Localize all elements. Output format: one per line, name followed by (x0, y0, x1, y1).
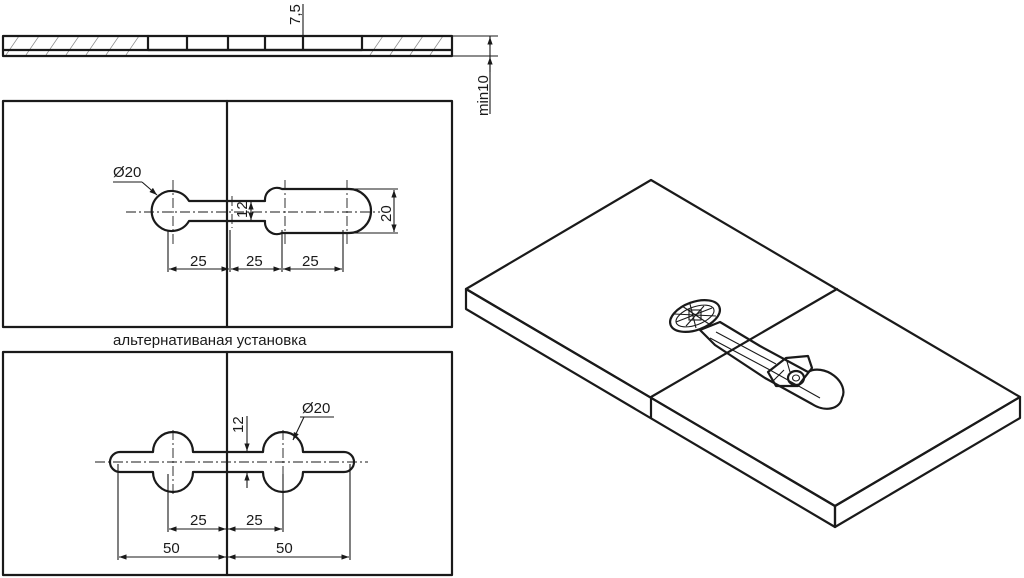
extension-lines (167, 188, 398, 272)
fitting-recess (146, 34, 364, 52)
isometric-panel-side-edge (833, 395, 1022, 529)
connector-fitting-icon (669, 299, 721, 333)
section-hatching (5, 35, 444, 56)
outer-left-offset-label: 50 (163, 540, 180, 557)
section-view: 7,5 min10 (1, 4, 498, 116)
isometric-joint-line (649, 287, 839, 420)
center-offset-label: 25 (246, 253, 263, 270)
plan-view-alternative: Ø20 12 25 25 50 50 (1, 350, 454, 577)
left-offset-label: 25 (190, 253, 207, 270)
isometric-slot (698, 320, 845, 410)
thickness-dimension-lines (452, 35, 498, 114)
inner-right-offset-label: 25 (246, 512, 263, 529)
slot-width-label: 20 (378, 205, 395, 222)
center-lines (95, 430, 368, 494)
thickness-dimension-label: min10 (475, 75, 492, 116)
diameter-label: Ø20 (113, 164, 141, 181)
diameter-label: Ø20 (302, 400, 330, 417)
channel-width-label: 12 (230, 416, 247, 433)
extension-lines (117, 451, 351, 560)
depth-dimension-label: 7,5 (287, 4, 304, 25)
depth-dimension-lines (296, 4, 310, 37)
connector-cam-icon (766, 354, 814, 388)
center-lines (126, 180, 380, 244)
keyhole-slot-outline (150, 186, 373, 236)
isometric-view (464, 178, 1022, 529)
alternative-installation-caption: альтернативаная установка (113, 332, 307, 349)
channel-width-label: 12 (234, 201, 251, 218)
inner-left-offset-label: 25 (190, 512, 207, 529)
double-keyhole-slot-outline (108, 430, 356, 494)
isometric-slot-inner-wall (709, 331, 821, 399)
right-offset-label: 25 (302, 253, 319, 270)
outer-right-offset-label: 50 (276, 540, 293, 557)
plan-view-standard: Ø20 12 20 25 25 25 (1, 99, 454, 329)
